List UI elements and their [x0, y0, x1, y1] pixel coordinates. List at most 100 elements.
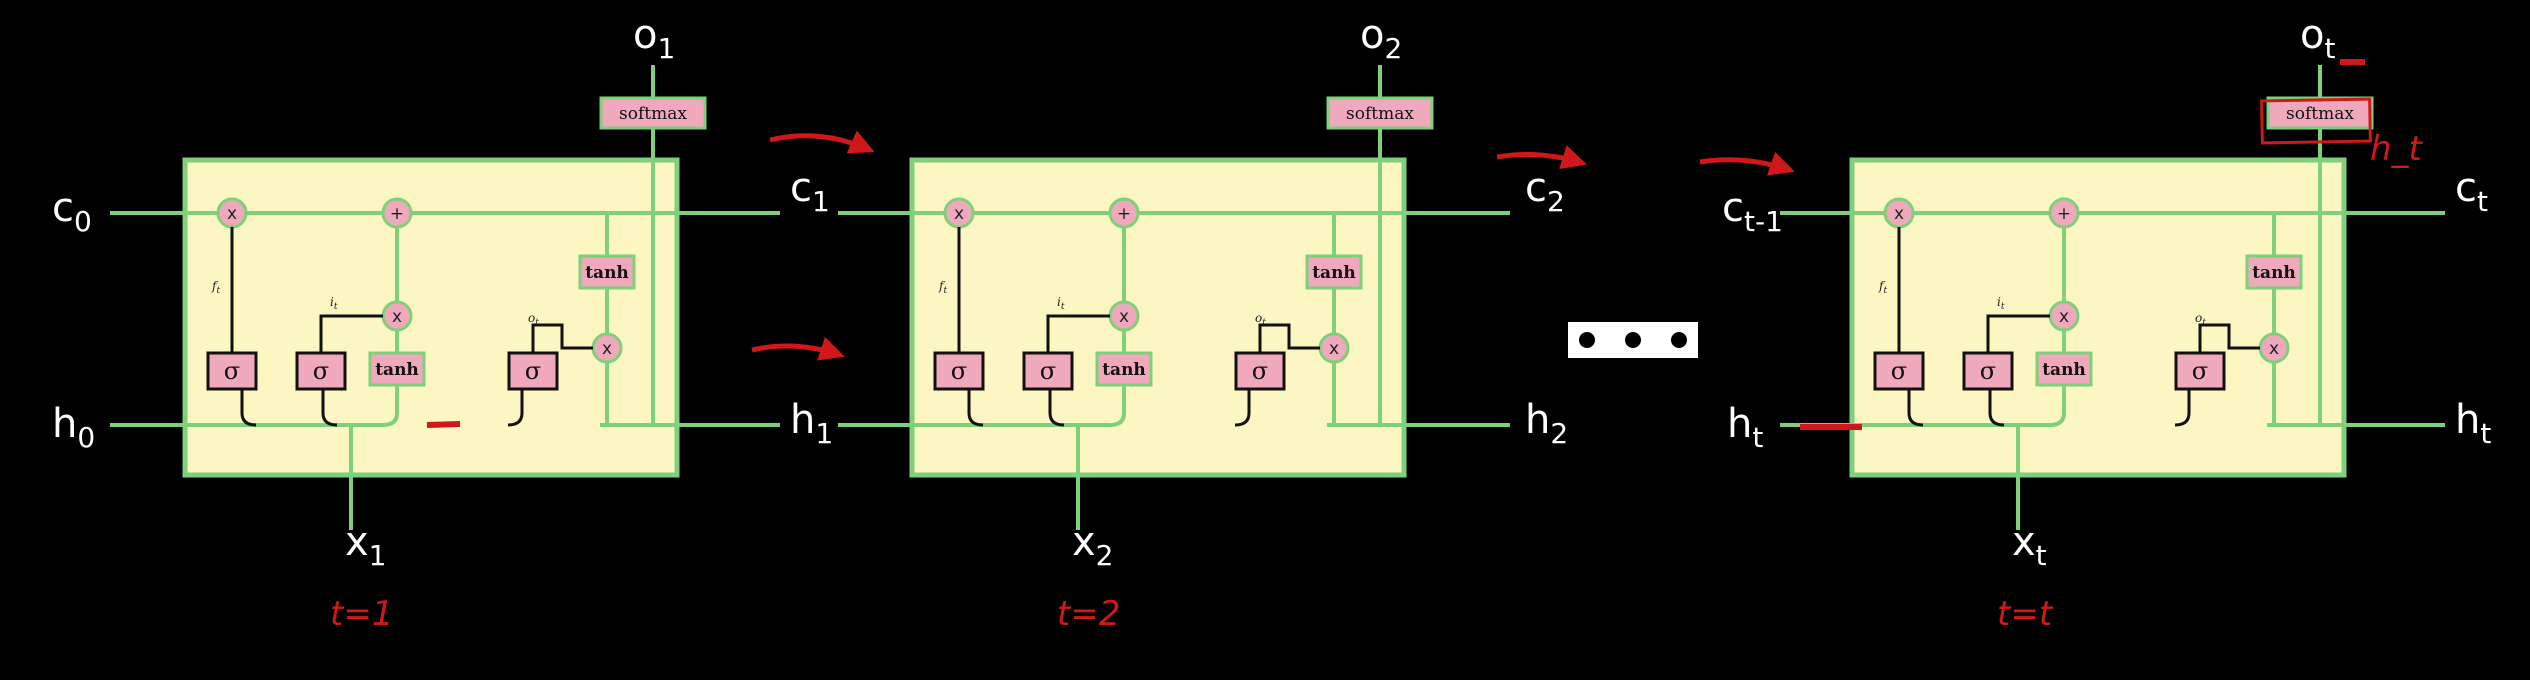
forget-gate-hook	[1907, 389, 1924, 427]
h-t-handwritten-note: h_t	[2370, 129, 2424, 169]
cell-state-out-label: ct	[2455, 165, 2488, 218]
x-input-label: x1	[345, 519, 387, 572]
forget-sigma-gate	[933, 351, 985, 391]
output-label: ot	[2300, 12, 2335, 65]
time-step-note: t=2	[1057, 594, 1120, 634]
input-gate-wire	[1986, 314, 2050, 353]
ellipsis-dot	[1625, 332, 1641, 348]
forget-gate-label: ft	[211, 279, 220, 296]
input-sigma-gate-symbol: σ	[1980, 357, 1996, 385]
input-multiply-op-symbol: x	[392, 307, 402, 327]
hidden-out-label: h1	[790, 397, 833, 450]
softmax-circle-annotation	[2260, 97, 2372, 145]
candidate-tanh-box-label: tanh	[2042, 360, 2086, 380]
ellipsis-dot	[1579, 332, 1595, 348]
output-tanh-box-label: tanh	[585, 263, 629, 283]
cells-layer: softmax x ft σ + x it σ tanh tanh x ot σ c0 h0 c1 h1 x1 o1…	[52, 12, 2491, 634]
cell-state-out-label: c2	[1525, 165, 1565, 218]
output-gate-label: ot	[528, 311, 539, 328]
input-multiply-op-symbol: x	[1119, 307, 1129, 327]
input-gate-label: it	[1997, 295, 2005, 312]
hidden-out-label: h2	[1525, 397, 1568, 450]
output-gate-hook	[1234, 389, 1251, 427]
input-sigma-gate	[1022, 351, 1074, 391]
output-sigma-gate	[2174, 351, 2226, 391]
output-gate-wire	[1258, 323, 1320, 353]
handwritten-arrows: h_t	[426, 59, 2424, 430]
input-multiply-op-symbol: x	[2059, 307, 2069, 327]
output-sigma-gate-symbol: σ	[1252, 357, 1268, 385]
time-step-note: t=1	[330, 594, 393, 634]
arrow-annotation-1	[769, 130, 875, 154]
output-multiply-op-symbol: x	[2269, 339, 2279, 359]
cell-body	[1849, 157, 2347, 478]
output-tanh-box-label: tanh	[1312, 263, 1356, 283]
output-sigma-gate-symbol: σ	[525, 357, 541, 385]
input-sigma-gate	[295, 351, 347, 391]
forget-multiply-op-symbol: x	[954, 204, 964, 224]
input-gate-wire	[319, 314, 383, 353]
output-tanh-box-label: tanh	[2252, 263, 2296, 283]
output-gate-hook	[507, 389, 524, 427]
ellipsis-dot	[1671, 332, 1687, 348]
input-gate-label: it	[1057, 295, 1065, 312]
input-gate-label: it	[330, 295, 338, 312]
arrow-annotation-3	[1496, 145, 1587, 170]
softmax-label: softmax	[2286, 104, 2354, 124]
candidate-tanh-box	[2035, 351, 2093, 387]
candidate-tanh-box	[1095, 351, 1153, 387]
candidate-hook	[2049, 385, 2066, 427]
forget-gate-hook	[240, 389, 257, 427]
candidate-hook	[382, 385, 399, 427]
x-input-label: xt	[2012, 519, 2047, 572]
output-gate-label: ot	[2195, 311, 2206, 328]
output-multiply-op-symbol: x	[1329, 339, 1339, 359]
output-multiply-op-symbol: x	[602, 339, 612, 359]
candidate-tanh-box-label: tanh	[375, 360, 419, 380]
hidden-out-label: ht	[2455, 397, 2491, 450]
output-label: o1	[633, 12, 675, 65]
output-sigma-gate	[1234, 351, 1286, 391]
forget-sigma-gate-symbol: σ	[1891, 357, 1907, 385]
input-sigma-gate-symbol: σ	[1040, 357, 1056, 385]
forget-sigma-gate-symbol: σ	[224, 357, 240, 385]
input-gate-hook	[321, 389, 338, 427]
forget-sigma-gate-symbol: σ	[951, 357, 967, 385]
arrow-annotation-4	[1699, 151, 1795, 176]
cell-state-in-label: c0	[52, 185, 92, 238]
sequence-ellipsis	[1568, 322, 1698, 358]
cell-state-in-label: ct-1	[1722, 185, 1783, 238]
cell-add-op-symbol: +	[2057, 204, 2071, 224]
input-sigma-gate-symbol: σ	[313, 357, 329, 385]
softmax-box	[1326, 96, 1434, 130]
output-tanh-box	[578, 254, 636, 290]
candidate-hook	[1109, 385, 1126, 427]
softmax-box	[599, 96, 707, 130]
forget-sigma-gate	[1873, 351, 1925, 391]
dash-annotation-1	[426, 421, 461, 428]
softmax-box	[2266, 96, 2374, 130]
softmax-label: softmax	[619, 104, 687, 124]
hidden-in-label: ht	[1727, 401, 1763, 454]
forget-gate-label: ft	[1878, 279, 1887, 296]
cell-state-out-label: c1	[790, 165, 830, 218]
arrow-annotation-2	[751, 336, 845, 361]
cell-add-op-symbol: +	[1117, 204, 1131, 224]
output-gate-hook	[2174, 389, 2191, 427]
input-gate-hook	[1048, 389, 1065, 427]
forget-sigma-gate	[206, 351, 258, 391]
forget-multiply-op-symbol: x	[227, 204, 237, 224]
forget-gate-hook	[967, 389, 984, 427]
hidden-in-label: h0	[52, 401, 95, 454]
output-gate-label: ot	[1255, 311, 1266, 328]
cell-body	[909, 157, 1407, 478]
output-gate-wire	[2198, 323, 2260, 353]
time-step-note: t=t	[1997, 594, 2054, 634]
candidate-tanh-box-label: tanh	[1102, 360, 1146, 380]
forget-multiply-op-symbol: x	[1894, 204, 1904, 224]
input-gate-wire	[1046, 314, 1110, 353]
